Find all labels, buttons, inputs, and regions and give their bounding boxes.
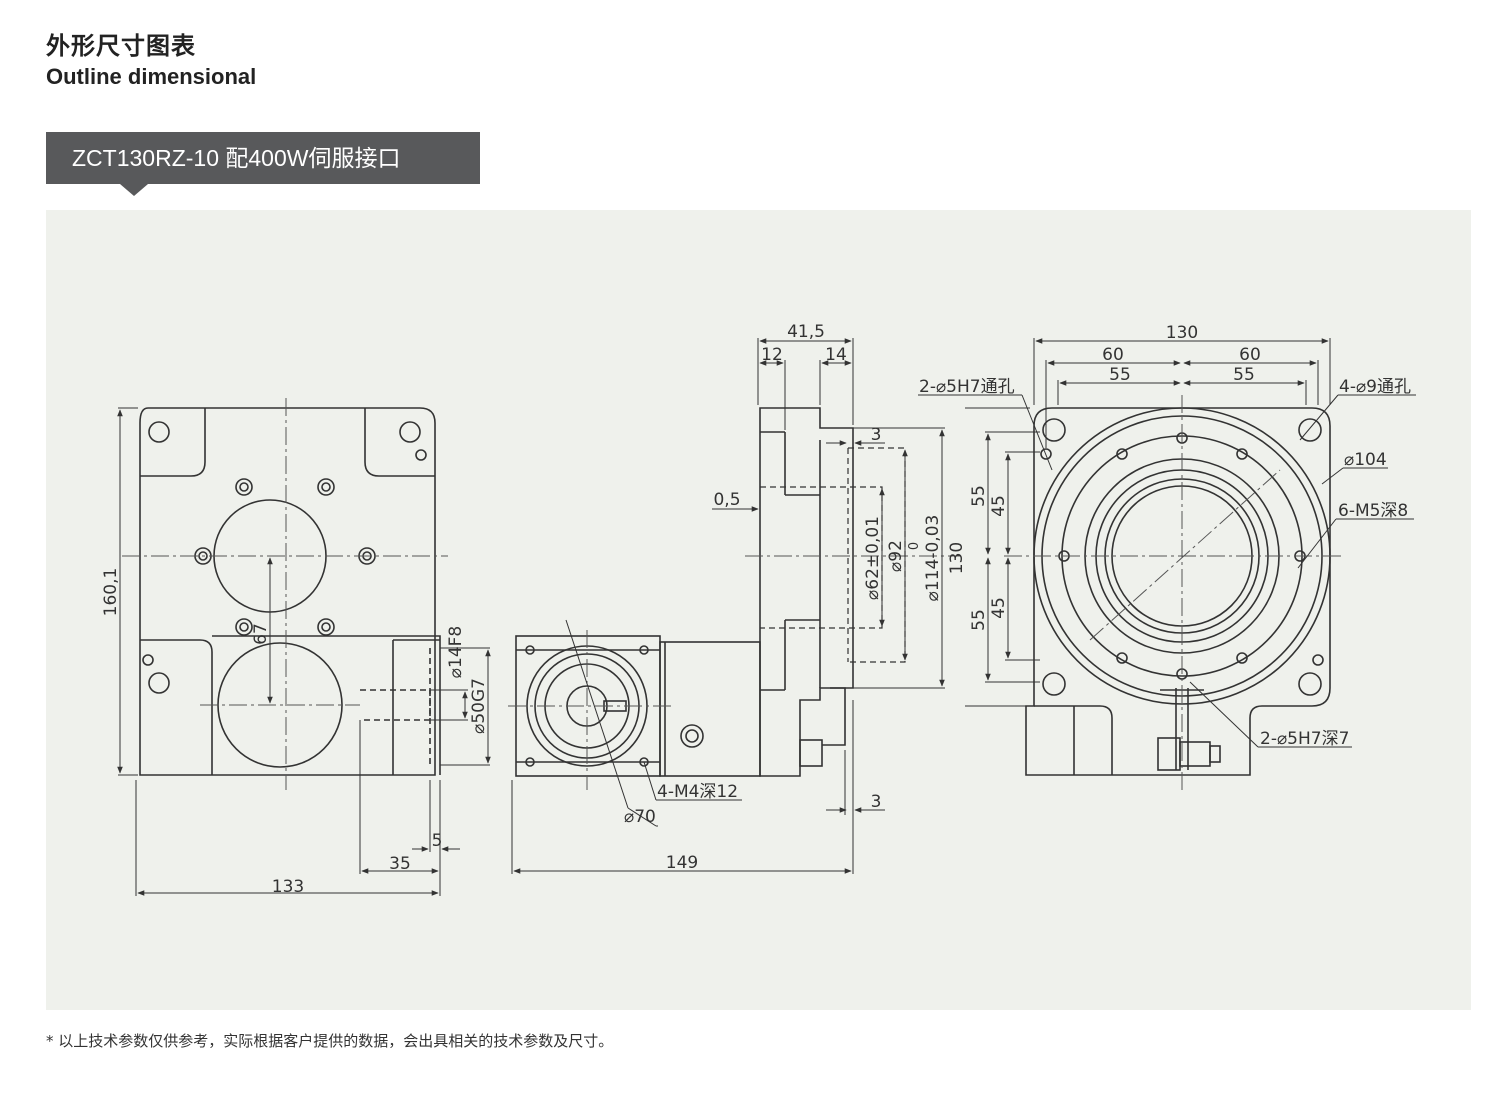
dim-mid-m4: 4-M4深12 [657,782,738,802]
right-view-centerlines [1004,395,1344,790]
model-tag: ZCT130RZ-10 配400W伺服接口 [46,132,480,184]
section-title-en: Outline dimensional [46,64,257,89]
dim-mid-3a: 3 [871,425,882,445]
dim-mid-92: ⌀92 [886,540,906,572]
dim-left-14f8: ⌀14F8 [446,626,466,678]
dim-mid-70: ⌀70 [624,807,656,827]
left-view-centerlines [122,398,448,790]
dim-mid-3b: 3 [871,792,882,812]
dim-right-55v1: 55 [969,485,989,507]
dim-left-50g7: ⌀50G7 [469,678,489,734]
label-m5-depth: 6-M5深8 [1338,501,1408,521]
dim-left-height: 160,1 [101,568,121,617]
right-view [1025,407,1331,776]
dim-mid-top: 41,5 [787,322,825,342]
dim-left-35: 35 [389,854,411,874]
dim-right-45v2: 45 [989,597,1009,619]
label-9-through: 4-⌀9通孔 [1339,377,1411,397]
dim-mid-14: 14 [825,345,847,365]
dim-right-45v1: 45 [989,495,1009,517]
dim-mid-12: 12 [761,345,783,365]
right-view-dims [918,338,1416,748]
dim-left-width: 133 [272,877,304,897]
footnote: * 以上技术参数仅供参考，实际根据客户提供的数据，会出具相关的技术参数及尺寸。 [46,1032,614,1050]
dim-right-60a: 60 [1102,345,1124,365]
dim-mid-total: 149 [666,853,698,873]
dim-left-67: 67 [251,623,271,645]
middle-view [515,407,854,777]
model-tag-pointer [120,184,148,196]
dim-mid-05: 0,5 [713,490,740,510]
label-5h7-depth: 2-⌀5H7深7 [1260,729,1349,749]
middle-view-dims [511,338,945,874]
dim-mid-114-sup: 0 [907,542,922,550]
dim-right-130: 130 [1166,323,1198,343]
section-title-cn: 外形尺寸图表 [46,32,196,60]
dim-mid-114: ⌀114-0,03 [923,515,943,602]
outline-drawing: 160,1 133 35 5 67 ⌀50G7 ⌀14F8 [101,322,1416,897]
middle-view-centerlines [508,555,960,790]
dim-mid-130: 130 [947,542,967,574]
middle-view-hidden [760,447,906,663]
dim-mid-62: ⌀62±0,01 [863,516,883,600]
dim-right-55b: 55 [1233,365,1255,385]
left-view-dims [117,407,491,896]
label-104: ⌀104 [1344,450,1387,470]
dim-left-5: 5 [432,831,443,851]
left-view [139,407,441,776]
dim-right-60b: 60 [1239,345,1261,365]
label-5h7-through: 2-⌀5H7通孔 [919,377,1015,397]
dim-right-55v2: 55 [969,609,989,631]
dim-right-55a: 55 [1109,365,1131,385]
